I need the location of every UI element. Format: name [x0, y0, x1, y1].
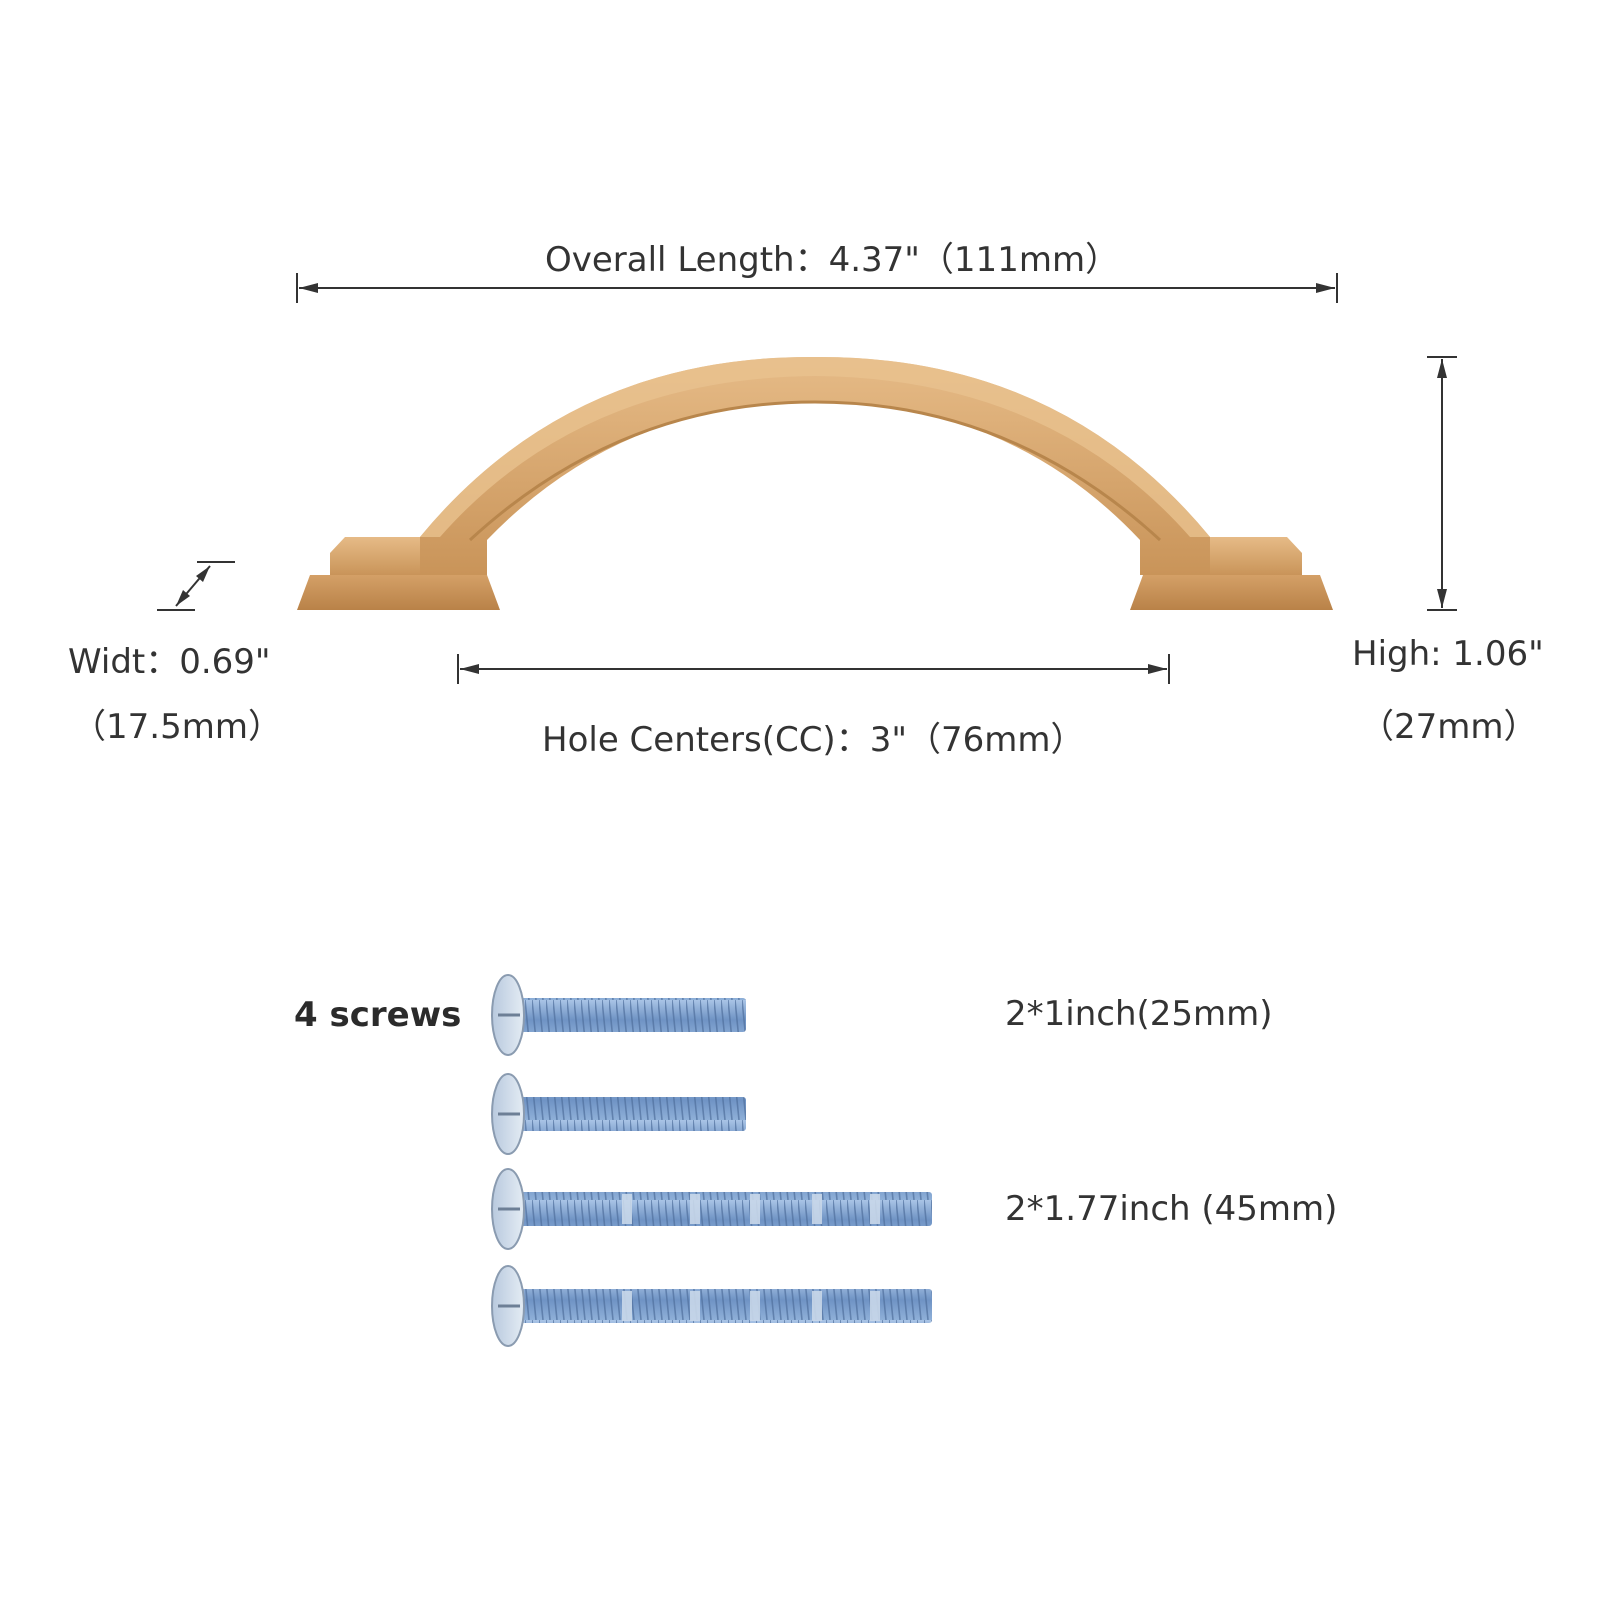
- hole-centers-dimension: [457, 654, 1170, 684]
- screw-short-2: [491, 1073, 746, 1155]
- cabinet-handle: [297, 356, 1333, 610]
- width-label-line1: Widt：0.69": [68, 642, 271, 682]
- width-dimension: [157, 561, 235, 611]
- overall-length-label: Overall Length：4.37"（111mm）: [545, 240, 1120, 280]
- long-screw-label: 2*1.77inch (45mm): [1005, 1189, 1338, 1229]
- screw-long-2: [491, 1265, 932, 1347]
- height-label-line2: （27mm）: [1360, 707, 1538, 747]
- height-dimension: [1427, 356, 1457, 611]
- hole-centers-label: Hole Centers(CC)：3"（76mm）: [542, 720, 1085, 760]
- short-screw-label: 2*1inch(25mm): [1005, 994, 1273, 1034]
- screws-count-label: 4 screws: [294, 995, 462, 1035]
- width-label-line2: （17.5mm）: [72, 707, 282, 747]
- height-label-line1: High: 1.06": [1352, 634, 1544, 674]
- screw-short-1: [491, 974, 746, 1056]
- overall-length-dimension: [296, 273, 1338, 303]
- screw-long-1: [491, 1168, 932, 1250]
